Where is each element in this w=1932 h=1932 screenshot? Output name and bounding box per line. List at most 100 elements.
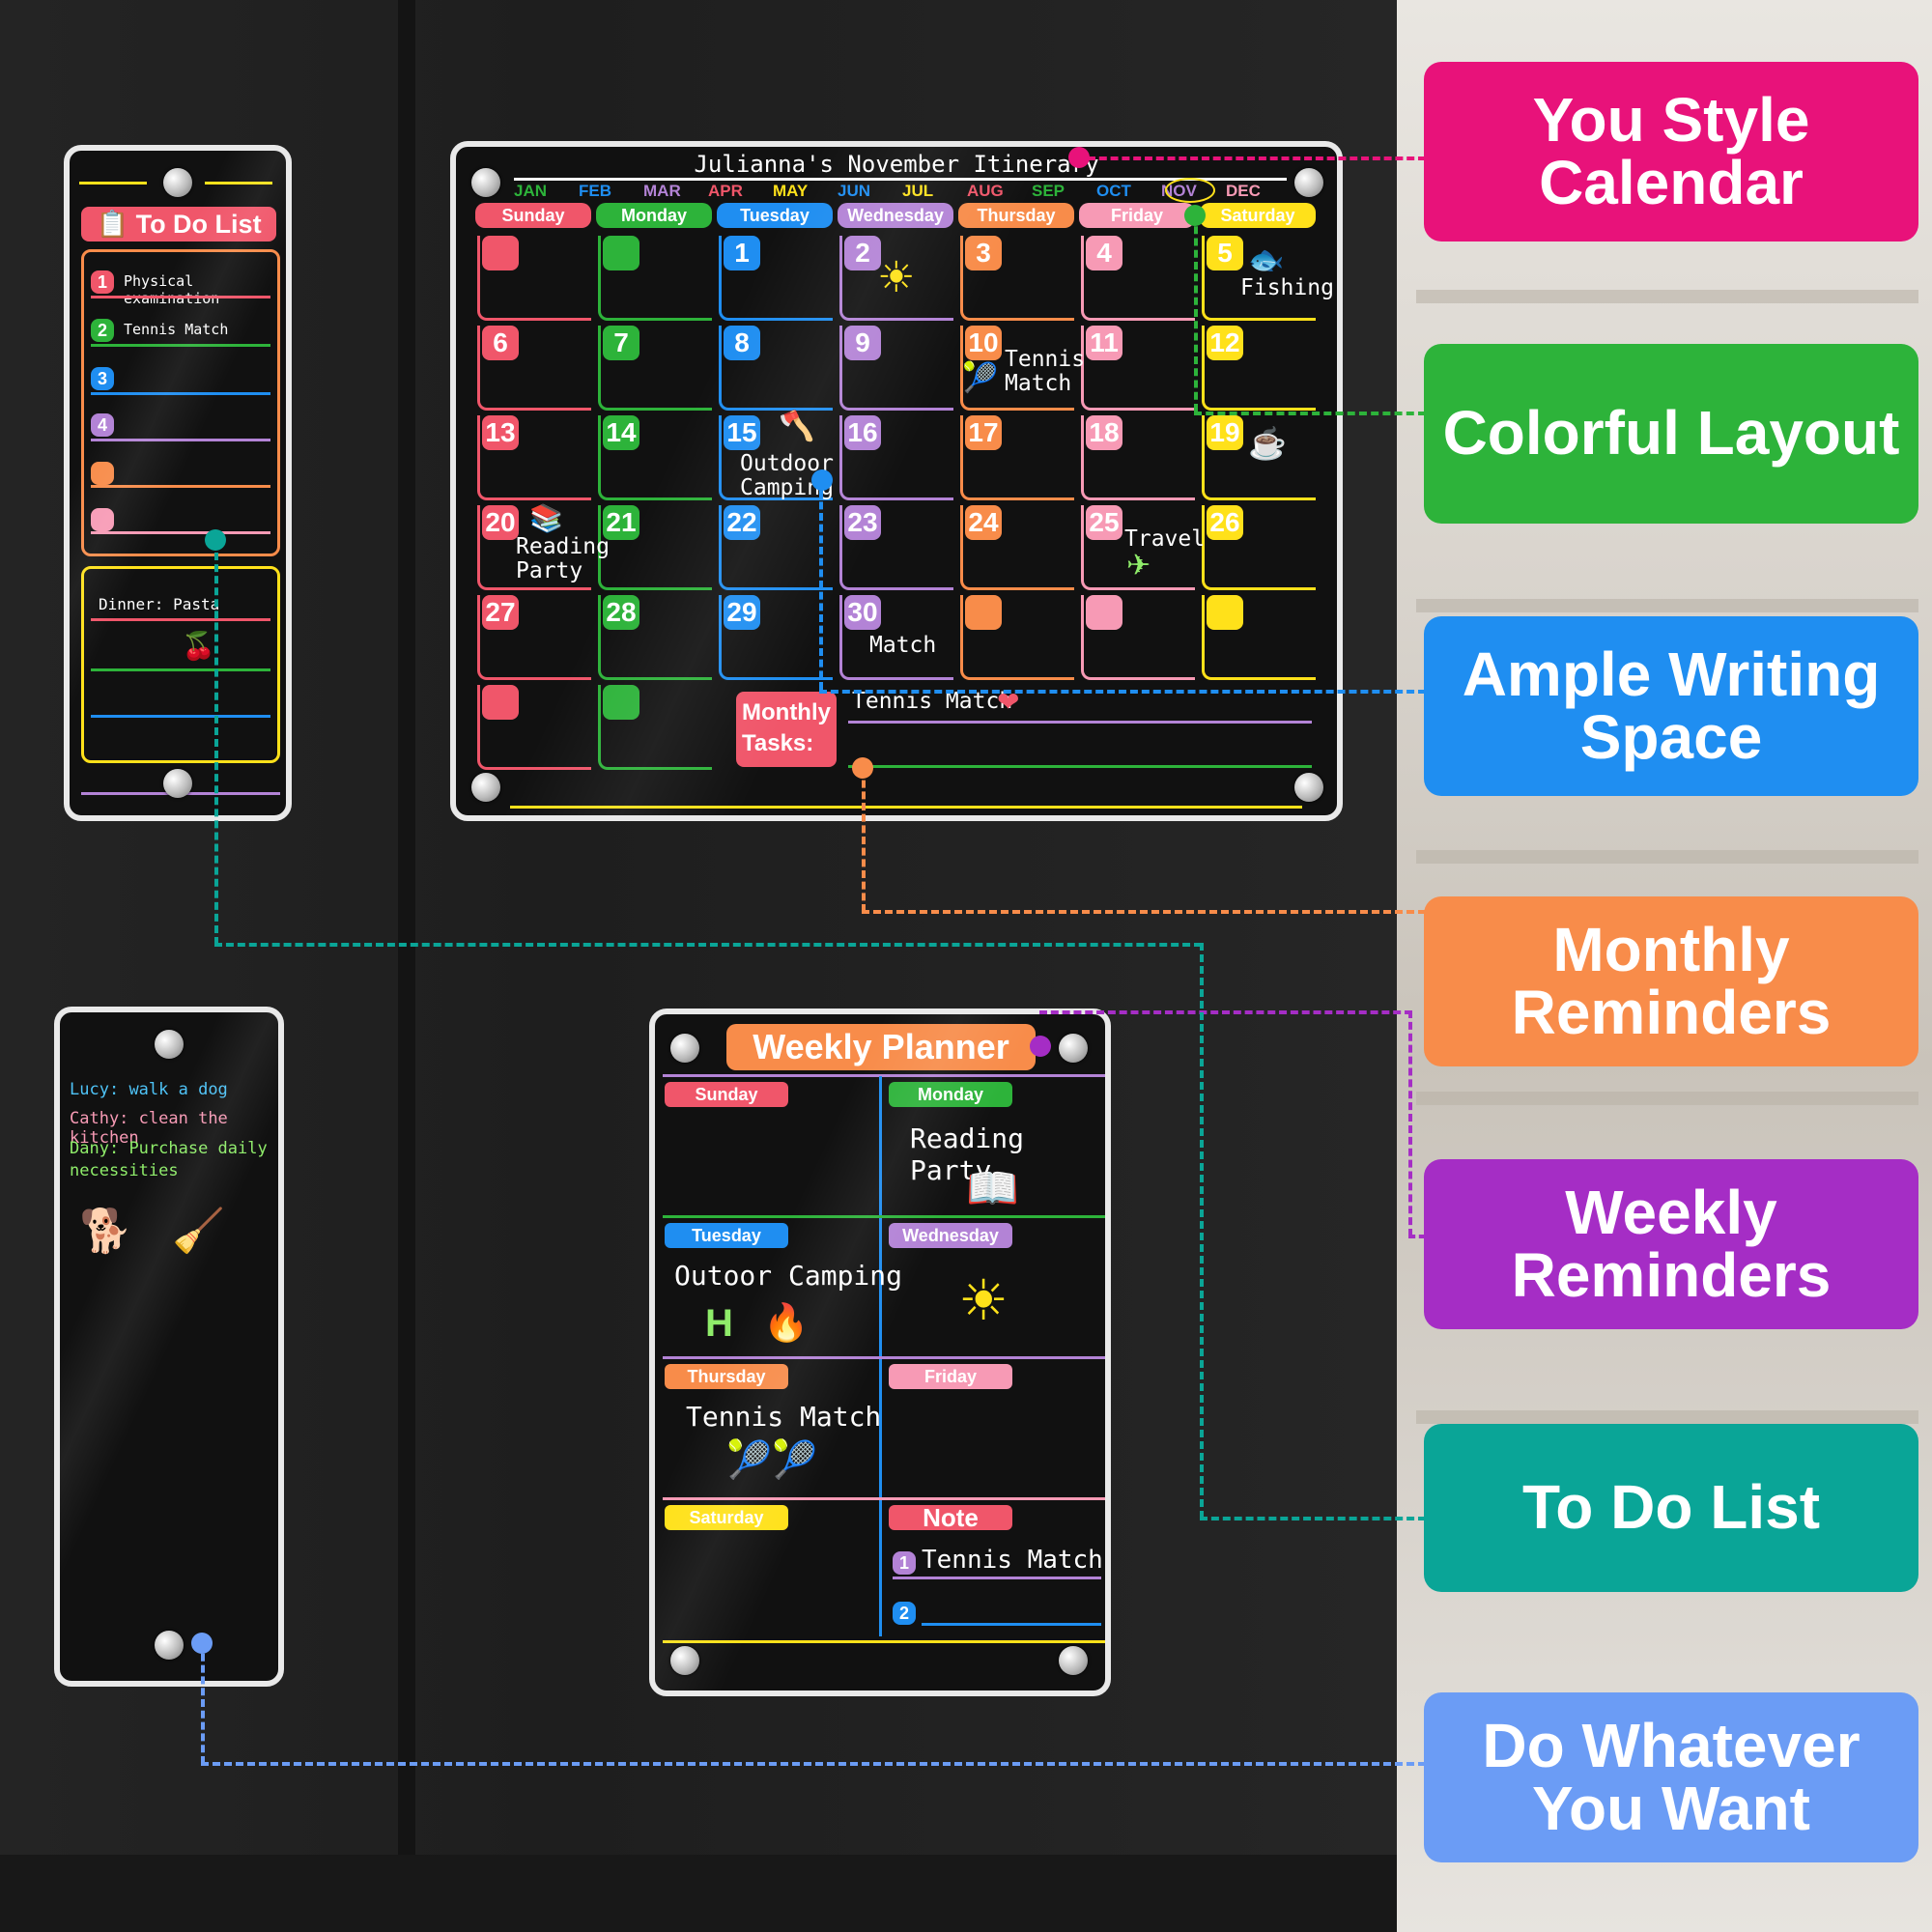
- month-oct[interactable]: OCT: [1096, 182, 1131, 200]
- calendar-cell[interactable]: 11: [1081, 326, 1195, 411]
- calendar-cell[interactable]: 15: [719, 415, 833, 500]
- calendar-cell[interactable]: 2: [839, 236, 953, 321]
- calendar-date-number: [603, 685, 639, 720]
- weekly-day-wednesday: Wednesday: [889, 1223, 1012, 1248]
- calendar-cell[interactable]: 17: [960, 415, 1074, 500]
- month-feb[interactable]: FEB: [579, 182, 611, 200]
- calendar-cell[interactable]: 3: [960, 236, 1074, 321]
- calendar-cell[interactable]: 28: [598, 595, 712, 680]
- note-fishing[interactable]: Fishing: [1240, 275, 1334, 300]
- tent-icon: H: [705, 1302, 733, 1345]
- cherry-icon: 🍒: [182, 631, 215, 661]
- weekly-thursday-text[interactable]: Tennis Match: [686, 1401, 882, 1433]
- calendar-cell[interactable]: 18: [1081, 415, 1195, 500]
- note-match[interactable]: Match: [869, 633, 937, 658]
- calendar-cell[interactable]: 4: [1081, 236, 1195, 321]
- calendar-date-number: 12: [1207, 326, 1243, 360]
- calendar-cell[interactable]: 20: [477, 505, 591, 590]
- broom-icon: 🧹: [172, 1208, 225, 1255]
- calendar-cell[interactable]: 8: [719, 326, 833, 411]
- day-header-monday: Monday: [596, 203, 712, 228]
- calendar-cell[interactable]: 23: [839, 505, 953, 590]
- todo-item-1[interactable]: Physical examination: [124, 272, 220, 307]
- calendar-date-number: 21: [603, 505, 639, 540]
- calendar-cell[interactable]: 13: [477, 415, 591, 500]
- month-apr[interactable]: APR: [708, 182, 743, 200]
- weekly-day-saturday: Saturday: [665, 1505, 788, 1530]
- callout-colorful-layout: Colorful Layout: [1424, 344, 1918, 524]
- calendar-cell[interactable]: [598, 236, 712, 321]
- calendar-cell[interactable]: [598, 685, 712, 770]
- calendar-date-number: 5: [1207, 236, 1243, 270]
- month-jul[interactable]: JUL: [902, 182, 934, 200]
- calendar-cell[interactable]: 25: [1081, 505, 1195, 590]
- calendar-date-number: [482, 236, 519, 270]
- weekly-day-friday: Friday: [889, 1364, 1012, 1389]
- calendar-title[interactable]: Julianna's November Itinerary: [694, 151, 1099, 178]
- calendar-cell[interactable]: 1: [719, 236, 833, 321]
- calendar-cell[interactable]: 29: [719, 595, 833, 680]
- calendar-date-number: 7: [603, 326, 639, 360]
- calendar-date-number: [1086, 595, 1122, 630]
- calendar-cell[interactable]: 30: [839, 595, 953, 680]
- month-jan[interactable]: JAN: [514, 182, 548, 200]
- weekly-title[interactable]: Weekly Planner: [726, 1024, 1036, 1070]
- chore-line-1[interactable]: Lucy: walk a dog: [70, 1080, 228, 1099]
- month-dec[interactable]: DEC: [1226, 182, 1261, 200]
- racket-icon: 🎾: [962, 362, 999, 394]
- month-aug[interactable]: AUG: [967, 182, 1004, 200]
- monthly-tasks-label: Monthly Tasks:: [736, 692, 837, 767]
- weekly-monday-text[interactable]: Reading Party: [910, 1122, 1025, 1186]
- todo-title-badge: 📋 To Do List: [81, 207, 276, 242]
- todo-board: 📋 To Do List 1 Physical examination 2 Te…: [64, 145, 292, 821]
- todo-number-5: [91, 462, 114, 485]
- calendar-cell[interactable]: 21: [598, 505, 712, 590]
- calendar-cell[interactable]: 24: [960, 505, 1074, 590]
- chore-line-3[interactable]: Dany: Purchase daily necessities: [70, 1139, 268, 1180]
- calendar-cell[interactable]: 10: [960, 326, 1074, 411]
- month-may[interactable]: MAY: [773, 182, 809, 200]
- calendar-cell[interactable]: 7: [598, 326, 712, 411]
- todo-item-2[interactable]: Tennis Match: [124, 321, 229, 338]
- calendar-date-number: 3: [965, 236, 1002, 270]
- chore-line-2[interactable]: Cathy: clean the kitchen: [70, 1109, 228, 1148]
- month-jun[interactable]: JUN: [838, 182, 871, 200]
- note-tennis[interactable]: Tennis Match: [1005, 347, 1086, 396]
- todo-title: To Do List: [135, 210, 262, 239]
- weekly-tuesday-text[interactable]: Outoor Camping: [674, 1260, 903, 1292]
- dinner-text[interactable]: Dinner: Pasta: [99, 595, 220, 613]
- weekly-day-tuesday: Tuesday: [665, 1223, 788, 1248]
- calendar-cell[interactable]: [1081, 595, 1195, 680]
- axe-icon: 🪓: [779, 411, 815, 442]
- calendar-cell[interactable]: 12: [1202, 326, 1316, 411]
- calendar-cell[interactable]: 19: [1202, 415, 1316, 500]
- calendar-cell[interactable]: 27: [477, 595, 591, 680]
- month-mar[interactable]: MAR: [643, 182, 681, 200]
- calendar-cell[interactable]: [1202, 595, 1316, 680]
- calendar-date-number: 9: [844, 326, 881, 360]
- calendar-cell[interactable]: 26: [1202, 505, 1316, 590]
- calendar-cell[interactable]: [477, 236, 591, 321]
- calendar-cell[interactable]: 22: [719, 505, 833, 590]
- calendar-date-number: 10: [965, 326, 1002, 360]
- calendar-cell[interactable]: 9: [839, 326, 953, 411]
- calendar-cell[interactable]: [960, 595, 1074, 680]
- calendar-date-number: 28: [603, 595, 639, 630]
- note-travel[interactable]: Travel: [1124, 526, 1206, 552]
- calendar-cell[interactable]: [477, 685, 591, 770]
- calendar-date-number: 4: [1086, 236, 1122, 270]
- plane-icon: ✈: [1126, 550, 1151, 582]
- book-icon: 📚: [529, 503, 563, 533]
- calendar-cell[interactable]: 6: [477, 326, 591, 411]
- clipboard-icon: 📋: [96, 210, 129, 239]
- month-sep[interactable]: SEP: [1032, 182, 1065, 200]
- note-reading[interactable]: Reading Party: [516, 534, 610, 583]
- fish-icon: 🐟: [1248, 244, 1285, 276]
- calendar-cell[interactable]: 16: [839, 415, 953, 500]
- chores-board: Lucy: walk a dog Cathy: clean the kitche…: [54, 1007, 284, 1687]
- heart-icon: ❤: [997, 687, 1020, 717]
- calendar-cell[interactable]: 14: [598, 415, 712, 500]
- calendar-date-number: 11: [1086, 326, 1122, 360]
- calendar-cell[interactable]: 5: [1202, 236, 1316, 321]
- weekly-note-1[interactable]: Tennis Match: [922, 1546, 1103, 1575]
